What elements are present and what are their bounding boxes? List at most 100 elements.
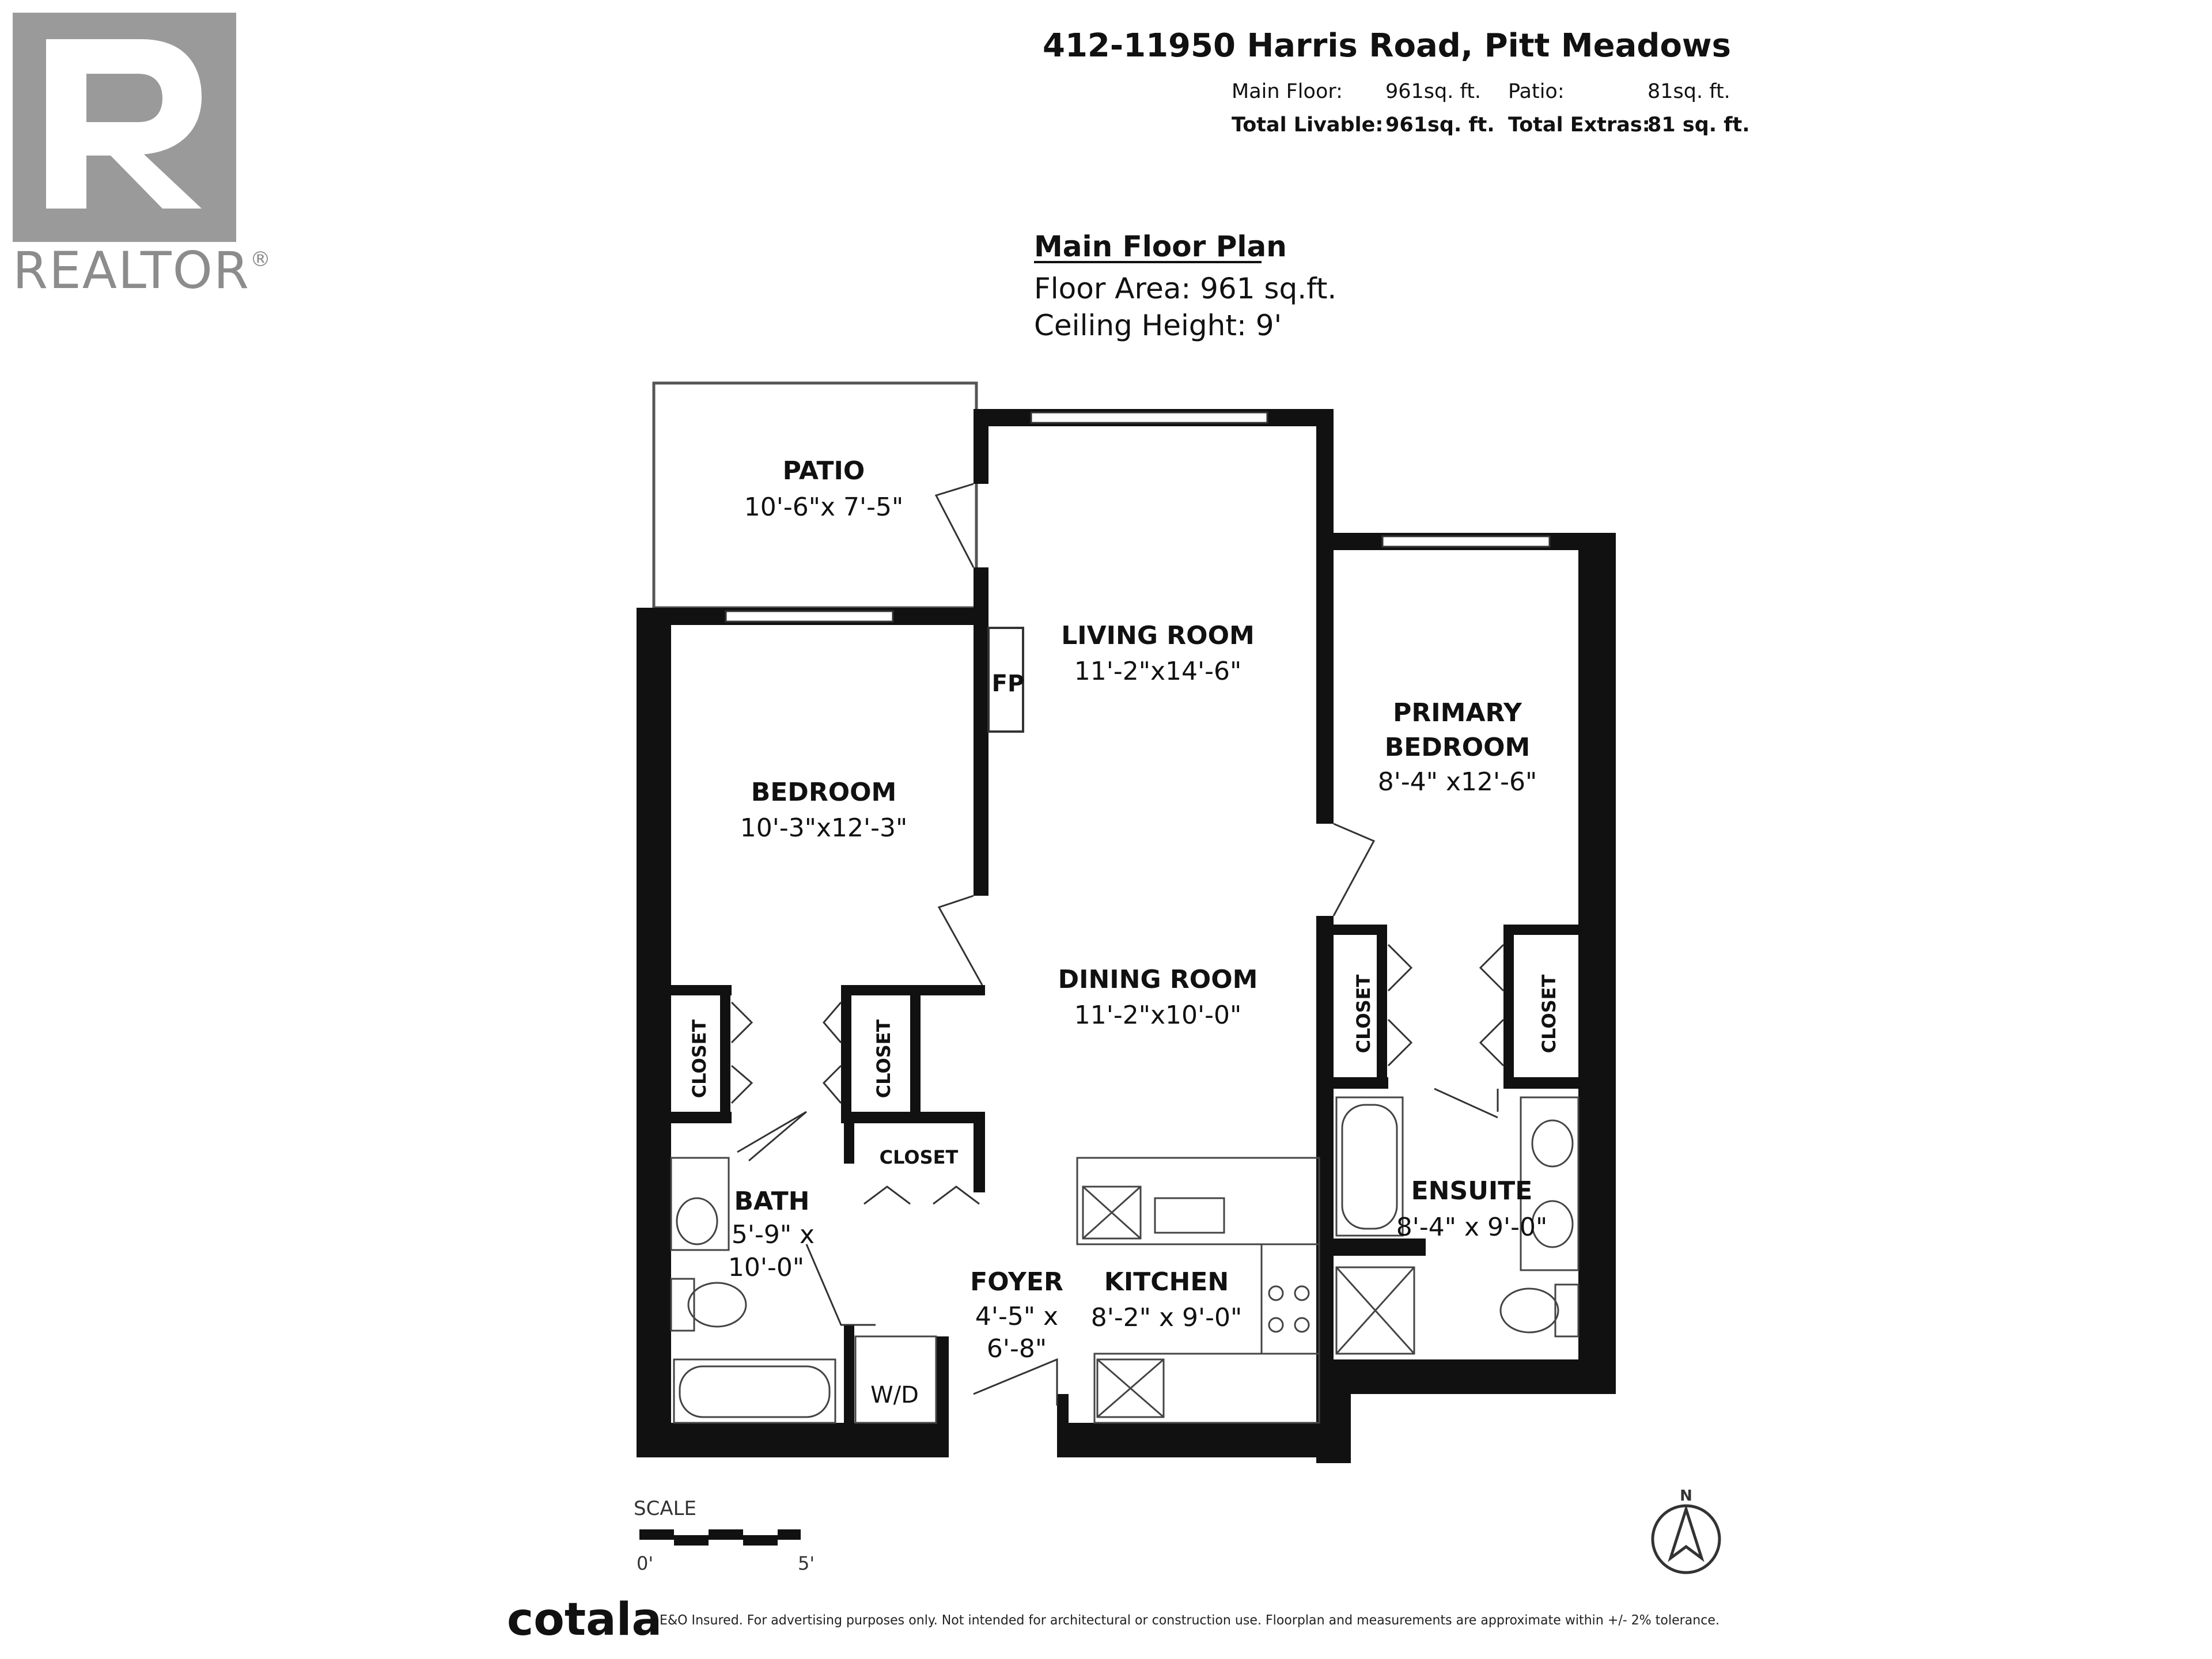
bath-dims-1: 5'-9" x [732, 1220, 815, 1249]
wall-living-right [1316, 409, 1334, 824]
ensuite-dims: 8'-4" x 9'-0" [1396, 1213, 1547, 1242]
wall-bottom-right [1057, 1423, 1348, 1457]
door-entry [973, 1358, 1058, 1406]
ensuite-sink-1 [1531, 1119, 1574, 1168]
total-extras-value: 81 sq. ft. [1647, 113, 1750, 137]
door-ensuite [1434, 1088, 1499, 1119]
closet-primary-right-label: CLOSET [1538, 974, 1560, 1053]
door-primary [1332, 823, 1376, 916]
ensuite-name: ENSUITE [1411, 1176, 1533, 1206]
kitchen-cooktop [1268, 1285, 1310, 1333]
doors [730, 483, 1505, 1406]
ensuite-toilet-tank [1554, 1283, 1580, 1338]
bath-vanity [670, 1157, 730, 1251]
wall-primary-closets-top2 [1503, 925, 1584, 935]
realtor-logo: REALTOR® [13, 13, 272, 300]
wall-living-left-upper [974, 409, 988, 484]
registered-mark: ® [250, 248, 272, 271]
closet-bed-right-label: CLOSET [873, 1019, 895, 1098]
realtor-r-glyph [46, 39, 202, 209]
door-bath-lower [805, 1244, 876, 1326]
closet-foyer-label: CLOSET [880, 1146, 959, 1168]
total-livable-label: Total Livable: [1232, 113, 1383, 137]
bedroom-name: BEDROOM [751, 778, 897, 807]
kitchen-lower-counter [1093, 1353, 1320, 1424]
patio-area-label: Patio: [1508, 80, 1565, 103]
burner [1268, 1285, 1284, 1301]
bath-tub-inner [679, 1365, 831, 1418]
kitchen-island [1260, 1243, 1320, 1355]
kitchen-dims: 8'-2" x 9'-0" [1091, 1303, 1242, 1332]
scale-seg-4 [743, 1535, 778, 1546]
bath-fixtures [670, 1157, 937, 1424]
foyer-name: FOYER [970, 1267, 1063, 1297]
room-labels: PATIO 10'-6"x 7'-5" LIVING ROOM 11'-2"x1… [688, 456, 1560, 1408]
kitchen-fridge [1082, 1185, 1142, 1240]
bedroom-dims: 10'-3"x12'-3" [740, 813, 907, 843]
ensuite-tub [1335, 1096, 1404, 1237]
kitchen-sink [1154, 1197, 1225, 1234]
scale-seg-5 [778, 1529, 801, 1540]
compass-ring [1651, 1504, 1721, 1574]
wall-bedroom-left [637, 608, 671, 1457]
plan-title: Main Floor Plan [1034, 230, 1287, 263]
kitchen-name: KITCHEN [1104, 1267, 1229, 1297]
foyer-dims-2: 6'-8" [987, 1334, 1047, 1363]
wall-wd-right [936, 1336, 949, 1457]
kitchen-fridge-x [1082, 1185, 1142, 1240]
disclaimer-text: E&O Insured. For advertising purposes on… [660, 1613, 1719, 1628]
closet-bed-left-label: CLOSET [688, 1019, 710, 1098]
burner [1294, 1317, 1310, 1333]
scale-label: SCALE [634, 1497, 696, 1520]
living-room-name: LIVING ROOM [1061, 621, 1255, 650]
bath-name: BATH [734, 1187, 809, 1216]
kitchen-fixtures [1076, 1157, 1320, 1424]
wall-shower-top [1334, 1238, 1426, 1256]
door-bedroom [937, 895, 983, 986]
primary-bedroom-dims: 8'-4" x12'-6" [1378, 767, 1537, 797]
bath-toilet-bowl [687, 1282, 747, 1328]
wall-bed-closets-bottom [668, 1112, 732, 1123]
wall-bath-right [844, 1118, 854, 1164]
scale-seg-3 [709, 1529, 743, 1540]
wall-ensuite-bottom-right [1334, 1359, 1351, 1463]
ensuite-toilet-bowl [1499, 1287, 1559, 1334]
patio-dims: 10'-6"x 7'-5" [744, 493, 903, 522]
wall-bed-closets-bottom2 [841, 1112, 985, 1123]
compass: N [1651, 1487, 1721, 1574]
fireplace-box [987, 627, 1024, 733]
scale-seg-1 [639, 1529, 674, 1540]
scale-seg-2 [674, 1535, 709, 1546]
door-patio [934, 483, 975, 568]
floor-area: Floor Area: 961 sq.ft. [1034, 272, 1336, 305]
dining-room-name: DINING ROOM [1058, 965, 1258, 994]
bath-toilet-tank [670, 1278, 695, 1332]
kitchen-dishwasher-x [1097, 1358, 1164, 1418]
wd-closet [854, 1335, 937, 1424]
door-closet-primary-r [1479, 944, 1505, 1067]
wall-bed-closets-div [910, 995, 921, 1116]
fireplace-label: FP [992, 671, 1025, 697]
scale-end: 5' [798, 1552, 815, 1574]
burner [1294, 1285, 1310, 1301]
main-floor-value: 961sq. ft. [1385, 80, 1481, 103]
ensuite-vanity [1520, 1096, 1580, 1271]
scale-bar: SCALE 0' 5' [634, 1497, 815, 1574]
living-room-dims: 11'-2"x14'-6" [1074, 657, 1241, 686]
window-bedroom-slider [725, 610, 894, 623]
bath-dims-2: 10'-0" [728, 1253, 804, 1282]
kitchen-dishwasher [1096, 1358, 1165, 1418]
kitchen-upper-counter [1076, 1157, 1320, 1245]
windows [725, 411, 1551, 623]
wall-ensuite-bottom [1334, 1359, 1616, 1394]
cotala-logo: cotala [507, 1594, 662, 1646]
ensuite-tub-inner [1341, 1104, 1398, 1230]
wall-bath-right-low [844, 1325, 854, 1457]
foyer-dims-1: 4'-5" x [975, 1302, 1058, 1331]
dining-room-dims: 11'-2"x10'-0" [1074, 1001, 1241, 1030]
wall-primary-closet-l-div [1377, 925, 1387, 1080]
listing-header: 412-11950 Harris Road, Pitt Meadows Main… [1043, 27, 1750, 137]
wall-primary-closets-top [1331, 925, 1385, 935]
plan-info: Main Floor Plan Floor Area: 961 sq.ft. C… [1034, 230, 1336, 342]
main-floor-label: Main Floor: [1232, 80, 1343, 103]
